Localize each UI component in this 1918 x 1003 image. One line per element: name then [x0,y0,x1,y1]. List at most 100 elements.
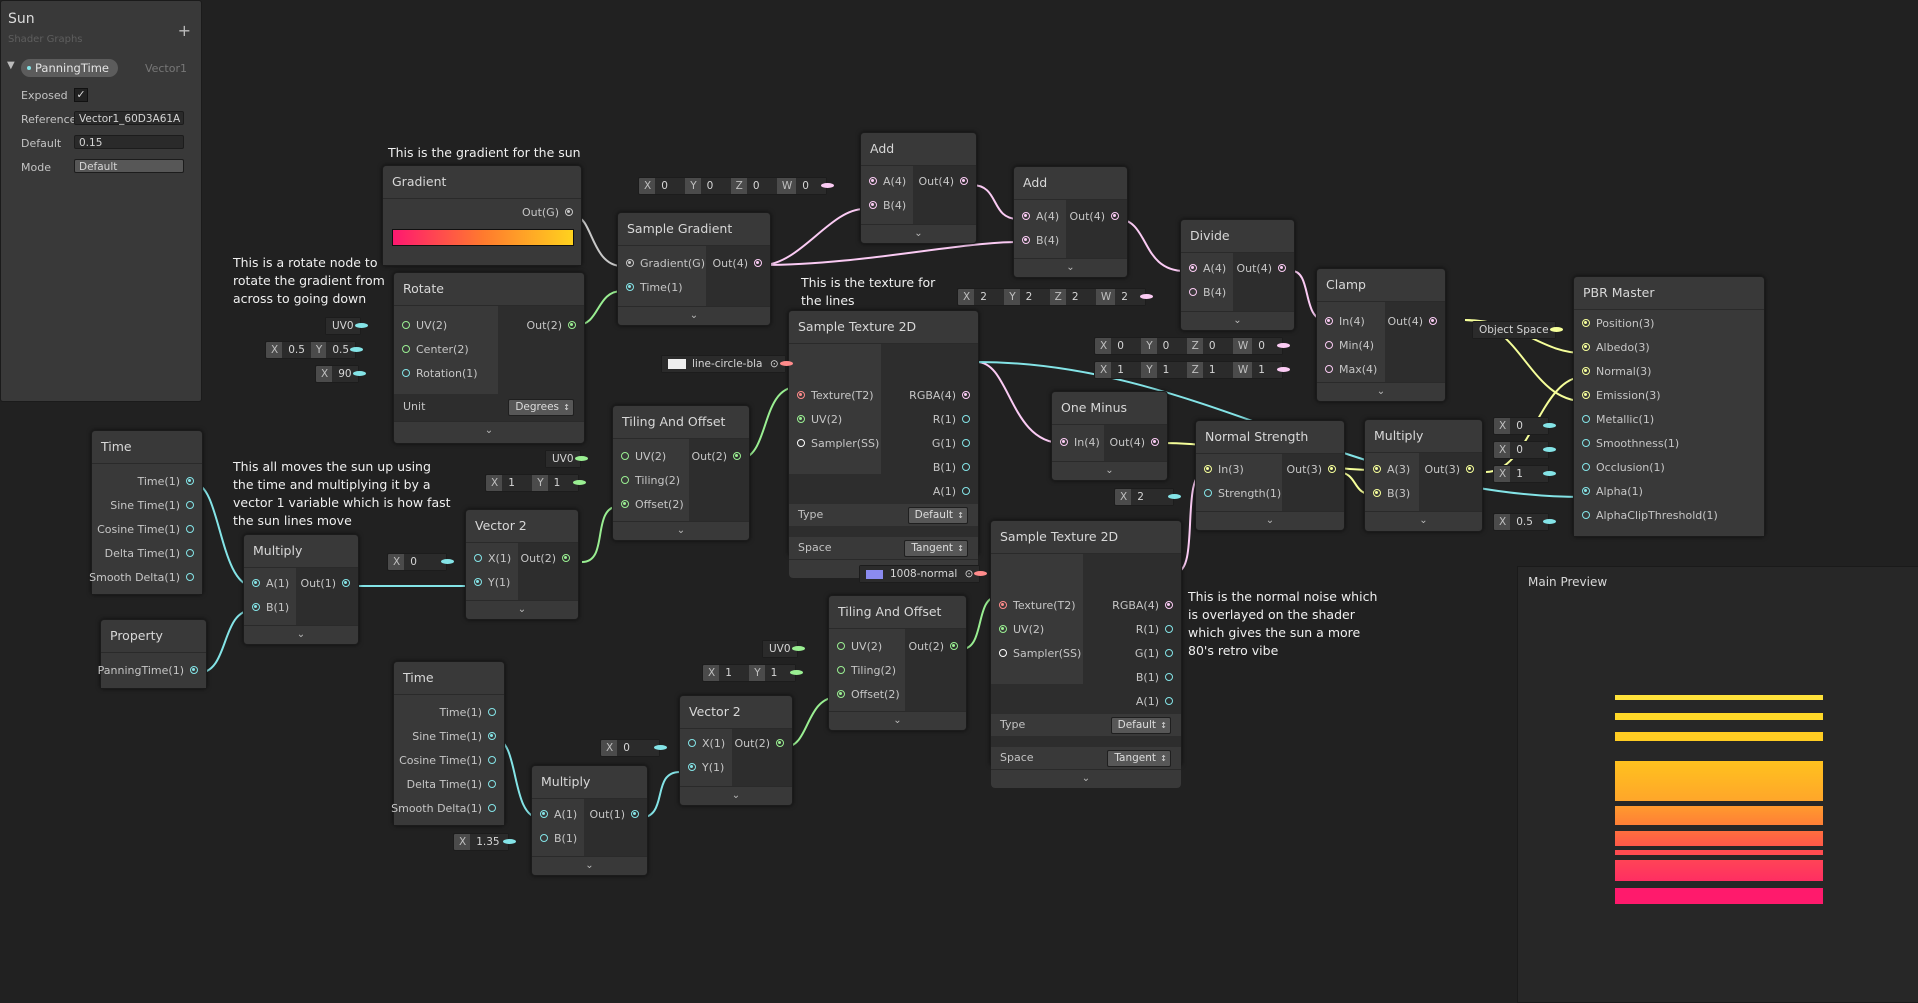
space-dropdown[interactable]: Tangent [1107,750,1171,767]
tiling-offset-node-1[interactable]: Tiling And Offset UV(2) Tiling(2) Offset… [612,405,750,541]
port-sine-time-out[interactable]: Sine Time(1) [94,494,202,518]
default-field[interactable]: 0.15 [74,135,184,149]
gradient-node[interactable]: Gradient Out(G) [382,165,582,266]
port-smooth-delta-out[interactable]: Smooth Delta(1) [89,566,202,590]
port-g-out[interactable]: G(1) [898,432,978,456]
time-node-2[interactable]: Time Time(1) Sine Time(1) Cosine Time(1)… [391,661,505,826]
port-delta-time-out[interactable]: Delta Time(1) [94,542,202,566]
collapse-toggle[interactable]: ⌄ [466,600,578,619]
port-a-out[interactable]: A(1) [1101,690,1181,714]
collapse-toggle[interactable]: ⌄ [1365,511,1482,530]
gradient-swatch[interactable] [392,229,574,246]
add-property-button[interactable]: + [177,21,191,40]
one-minus-node[interactable]: One Minus In(4) Out(4) ⌄ [1051,391,1168,481]
port-out[interactable]: Out(4) [916,170,976,194]
collapse-toggle[interactable]: ⌄ [1052,461,1167,480]
add1-a-input[interactable]: 0X0Y0Z0W0 [638,177,835,195]
port-out[interactable]: Out(2) [518,547,578,571]
collapse-toggle[interactable]: ⌄ [1181,311,1294,330]
tiling-offset-node-2[interactable]: Tiling And Offset UV(2) Tiling(2) Offset… [828,595,967,731]
collapse-toggle[interactable]: ⌄ [829,711,966,730]
collapse-toggle[interactable]: ⌄ [1014,258,1127,277]
tiling2-uv-input[interactable]: UV0 [762,640,805,658]
port-out[interactable]: Out(4) [1385,310,1445,334]
port-delta-time-out[interactable]: Delta Time(1) [396,773,504,797]
collapse-toggle[interactable]: ⌄ [1196,511,1344,530]
pbr-position-input[interactable]: Object Space [1472,321,1563,339]
port-out[interactable]: Out(3) [1284,458,1344,482]
exposed-checkbox[interactable]: ✓ [74,88,88,102]
vector2-node-1[interactable]: Vector 2 X(1) Y(1) Out(2) ⌄ [465,509,579,620]
port-out[interactable]: Out(4) [1067,205,1127,229]
port-out[interactable]: Out(2) [514,314,584,338]
multiply-node-3[interactable]: Multiply A(3) B(3) Out(3) ⌄ [1364,419,1483,532]
expand-property-icon[interactable]: ▼ [7,60,15,71]
port-panningtime-out[interactable]: PanningTime(1) [98,659,206,683]
collapse-toggle[interactable]: ⌄ [532,856,647,875]
collapse-toggle[interactable]: ⌄ [991,769,1181,788]
sample-gradient-node[interactable]: Sample Gradient Gradient(G) Time(1) Out(… [617,212,771,326]
property-pill[interactable]: PanningTime [21,59,118,77]
port-out[interactable]: Out(4) [710,252,770,276]
port-rgba-out[interactable]: RGBA(4) [1101,594,1181,618]
collapse-toggle[interactable]: ⌄ [1317,382,1445,401]
main-preview-panel[interactable]: Main Preview [1517,566,1918,1003]
unit-dropdown[interactable]: Degrees [508,399,574,416]
type-dropdown[interactable]: Default [907,507,968,524]
rotate-uv-input[interactable]: UV0 [325,317,368,335]
collapse-toggle[interactable]: ⌄ [861,224,976,243]
collapse-toggle[interactable]: ⌄ [680,786,792,805]
space-dropdown[interactable]: Tangent [904,540,968,557]
port-time-out[interactable]: Time(1) [396,701,504,725]
rotate-node[interactable]: Rotate UV(2) Center(2) Rotation(1) Out(2… [393,272,585,444]
port-r-out[interactable]: R(1) [898,408,978,432]
property-node[interactable]: Property PanningTime(1) [98,619,207,689]
sample-texture-node-2[interactable]: Sample Texture 2D Texture(T2) UV(2) Samp… [990,520,1182,788]
port-b-out[interactable]: B(1) [1101,666,1181,690]
add-node-1[interactable]: Add A(4) B(4) Out(4) ⌄ [860,132,977,244]
port-out[interactable]: Out(1) [298,572,358,596]
port-g-out[interactable]: G(1) [1101,642,1181,666]
multiply-node-2[interactable]: Multiply A(1) B(1) Out(1) ⌄ [531,765,648,876]
port-cosine-time-out[interactable]: Cosine Time(1) [396,749,504,773]
vector2-node-2[interactable]: Vector 2 X(1) Y(1) Out(2) ⌄ [679,695,793,806]
port-out[interactable]: Out(4) [1107,431,1167,455]
multiply-node-1[interactable]: Multiply A(1) B(1) Out(1) ⌄ [243,534,359,645]
collapse-toggle[interactable]: ⌄ [613,521,749,540]
port-r-out[interactable]: R(1) [1101,618,1181,642]
port-smooth-delta-out[interactable]: Smooth Delta(1) [391,797,504,821]
port-rgba-out[interactable]: RGBA(4) [898,384,978,408]
port-out[interactable]: Out(2) [906,635,966,659]
port-a-out[interactable]: A(1) [898,480,978,504]
tex1-texture-input[interactable]: line-circle-bla ⊙ [661,355,793,373]
reference-field[interactable]: Vector1_60D3A61A [74,111,184,125]
pbr-master-node[interactable]: PBR Master Position(3) Albedo(3) Normal(… [1573,276,1765,537]
collapse-toggle[interactable]: ⌄ [618,306,770,325]
port-out[interactable]: Out(4) [1234,257,1294,281]
port-out[interactable]: Out(2) [732,732,792,756]
tiling1-uv-input[interactable]: UV0 [545,450,588,468]
port-out[interactable]: Out(2) [689,445,749,469]
port-b-out[interactable]: B(1) [898,456,978,480]
clamp-node[interactable]: Clamp In(4) Min(4) Max(4) Out(4) ⌄ [1316,268,1446,402]
port-cosine-time-out[interactable]: Cosine Time(1) [94,518,202,542]
port-out[interactable]: Out(1) [587,803,647,827]
port-out[interactable]: Out(3) [1422,458,1482,482]
collapse-toggle[interactable]: ⌄ [394,421,584,440]
port-sine-time-out[interactable]: Sine Time(1) [396,725,504,749]
